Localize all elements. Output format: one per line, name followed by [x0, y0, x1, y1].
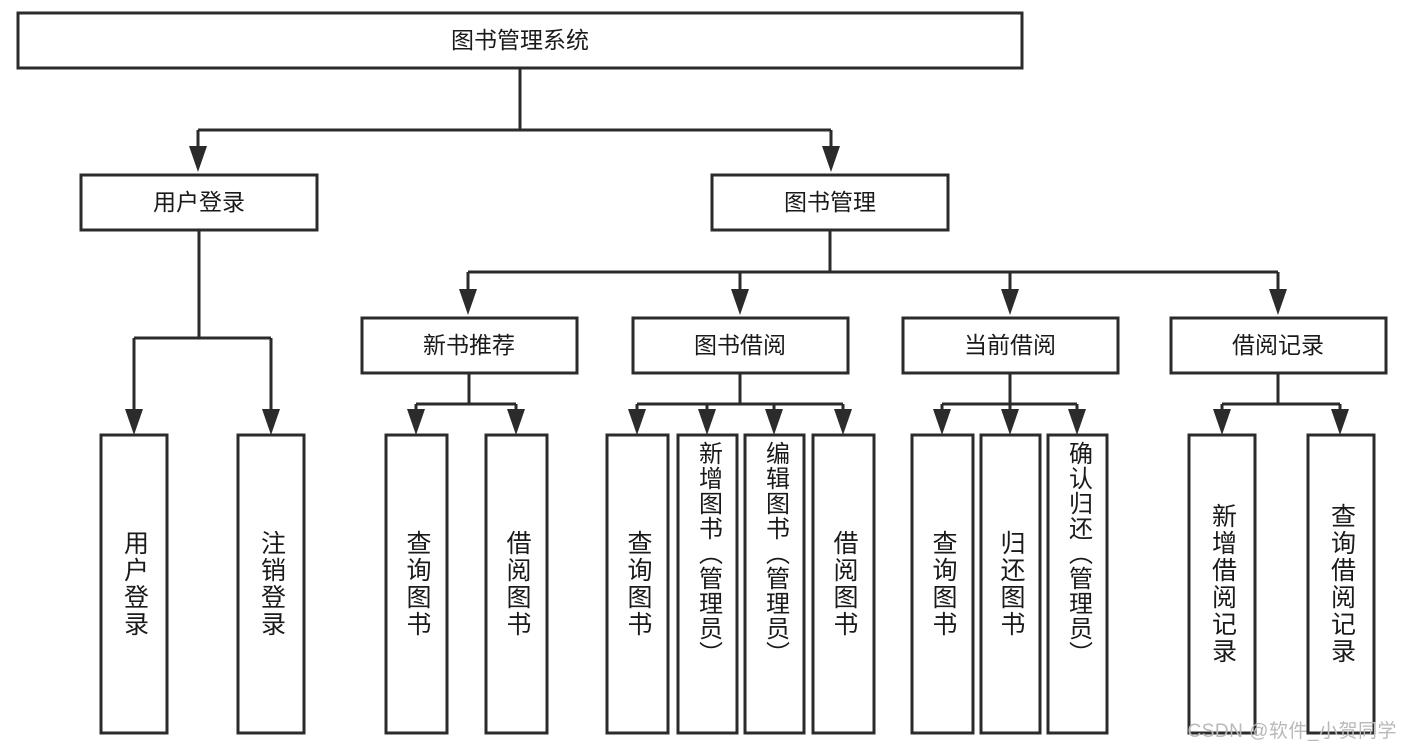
- node-book-manage[interactable]: 图书管理: [710, 173, 950, 232]
- connector-book-borrow-to-leaves: [628, 373, 852, 435]
- node-borrow-record-label: 借阅记录: [1232, 332, 1324, 358]
- node-book-borrow-label: 图书借阅: [694, 332, 786, 358]
- leaf-add-record-box[interactable]: [1187, 433, 1257, 735]
- leaf-query-book-3-box[interactable]: [910, 433, 975, 735]
- arrow-to-borrow-record: [1269, 289, 1287, 315]
- leaf-query-book-1-box[interactable]: [384, 433, 449, 735]
- arrow-to-leaf-return-book: [1001, 409, 1019, 435]
- leaf-edit-book-box[interactable]: [743, 433, 806, 735]
- node-book-borrow[interactable]: 图书借阅: [631, 316, 850, 375]
- leaf-borrow-book-1-box[interactable]: [484, 433, 549, 735]
- leaf-add-book-box[interactable]: [676, 433, 739, 735]
- arrow-to-leaf-query-book-2: [628, 409, 646, 435]
- node-user-login[interactable]: 用户登录: [79, 173, 319, 232]
- node-current-borrow[interactable]: 当前借阅: [901, 316, 1120, 375]
- node-current-borrow-label: 当前借阅: [964, 332, 1056, 358]
- node-root[interactable]: 图书管理系统: [16, 11, 1024, 70]
- arrow-to-book-borrow: [731, 289, 749, 315]
- node-book-manage-label: 图书管理: [784, 189, 876, 215]
- leaf-logout-box[interactable]: [236, 433, 306, 735]
- node-user-login-label: 用户登录: [153, 189, 245, 215]
- connector-borrow-record-to-leaves: [1213, 373, 1349, 435]
- csdn-watermark: CSDN @软件_小贺同学: [1187, 721, 1397, 742]
- node-root-box: [16, 11, 1024, 70]
- leaf-confirm-return-box[interactable]: [1046, 433, 1109, 735]
- connector-new-book-recommend-to-leaves: [407, 373, 525, 435]
- arrow-to-leaf-add-record: [1213, 409, 1231, 435]
- arrow-to-leaf-logout: [262, 409, 280, 435]
- leaf-query-record-box[interactable]: [1306, 433, 1376, 735]
- node-current-borrow-box: [901, 316, 1120, 375]
- arrow-to-leaf-query-record: [1331, 409, 1349, 435]
- arrow-to-leaf-add-book: [698, 409, 716, 435]
- node-root-label: 图书管理系统: [451, 27, 589, 53]
- arrow-to-leaf-query-book-3: [933, 409, 951, 435]
- arrow-to-leaf-edit-book: [765, 409, 783, 435]
- arrow-to-leaf-user-login: [125, 409, 143, 435]
- arrow-to-book-manage: [822, 146, 840, 172]
- node-new-book-recommend-label: 新书推荐: [423, 332, 515, 358]
- arrow-to-current-borrow: [1001, 289, 1019, 315]
- arrow-to-leaf-borrow-book-2: [834, 409, 852, 435]
- node-new-book-recommend-box: [360, 316, 579, 375]
- node-new-book-recommend[interactable]: 新书推荐: [360, 316, 579, 375]
- connector-book-manage-to-level3: [459, 230, 1287, 315]
- arrow-to-leaf-borrow-book-1: [507, 409, 525, 435]
- node-borrow-record[interactable]: 借阅记录: [1169, 316, 1388, 375]
- connector-root-to-level2: [189, 68, 840, 172]
- arrow-to-user-login: [189, 146, 207, 172]
- connector-user-login-to-leaves: [125, 230, 280, 435]
- leaf-borrow-book-2-box[interactable]: [811, 433, 876, 735]
- leaf-return-book-box[interactable]: [979, 433, 1042, 735]
- leaf-user-login-box[interactable]: [99, 433, 169, 735]
- leaf-query-book-2-box[interactable]: [605, 433, 670, 735]
- arrow-to-leaf-confirm-return: [1068, 409, 1086, 435]
- connector-current-borrow-to-leaves: [933, 373, 1086, 435]
- arrow-to-leaf-query-book-1: [407, 409, 425, 435]
- arrow-to-new-book-recommend: [459, 289, 477, 315]
